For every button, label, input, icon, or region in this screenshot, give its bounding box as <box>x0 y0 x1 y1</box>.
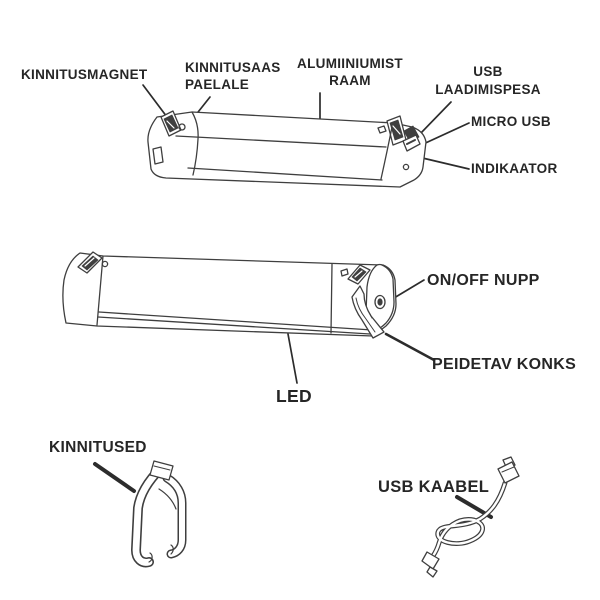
frame-groove <box>187 167 383 181</box>
label-micro-usb: MICRO USB <box>471 114 551 129</box>
label-usb-kaabel: USB KAABEL <box>378 478 490 496</box>
onoff-button <box>377 298 383 306</box>
hidden-hook <box>351 285 385 339</box>
magnet-slot-highlight <box>84 257 95 267</box>
right-slot-highlight <box>392 125 401 135</box>
left-endcap-edge <box>191 111 199 176</box>
latch-detail <box>340 268 349 277</box>
usb-a-connector <box>497 461 520 484</box>
right-slot-highlight <box>354 270 363 278</box>
indicator-dot <box>402 163 410 171</box>
label-kinnitusaas-line2: PAELALE <box>185 77 250 92</box>
magnet-slot <box>81 255 99 271</box>
label-kinnitusaas: KINNITUSAAS PAELALE <box>185 59 281 93</box>
lamp-body <box>62 252 397 337</box>
label-pesa-line1: USB <box>473 64 503 79</box>
clip-hook-tab <box>149 460 174 481</box>
strap-loop <box>101 260 109 268</box>
label-kinnitusmagnet: KINNITUSMAGNET <box>21 67 148 82</box>
micro-usb-tip <box>426 566 438 578</box>
led-strip-top-edge <box>98 311 373 331</box>
label-alumiiniumist-raam: ALUMIINIUMIST RAAM <box>288 56 412 89</box>
endcap-notch <box>152 146 164 165</box>
label-raam-line2: RAAM <box>329 72 371 88</box>
label-onoff-nupp: ON/OFF NUPP <box>427 272 540 289</box>
label-pesa-line2: LAADIMISPESA <box>435 82 541 97</box>
label-kinnitused: KINNITUSED <box>49 439 147 456</box>
leader-kinnitused <box>93 462 136 493</box>
leader-led <box>287 333 298 384</box>
onoff-button-ring <box>374 294 386 310</box>
strap-loop <box>178 123 186 131</box>
lamp-top-view-illustration <box>147 110 427 188</box>
usb-cable-illustration <box>421 456 520 578</box>
label-led: LED <box>276 386 312 406</box>
clip-foot-curl <box>148 552 153 563</box>
top-face-edge <box>175 135 387 148</box>
leader-lines <box>93 84 493 519</box>
label-indikaator: INDIKAATOR <box>471 161 558 176</box>
micro-usb-slot <box>406 139 416 145</box>
hidden-hook-edge <box>355 297 376 333</box>
label-peidetav-konks: PEIDETAV KONKS <box>432 356 577 373</box>
micro-usb-port <box>402 134 421 152</box>
leader-peidetav-konks <box>384 332 436 362</box>
lamp-body <box>147 111 427 188</box>
label-usb-laadimispesa: USB LAADIMISPESA <box>430 63 546 99</box>
label-raam-line1: ALUMIINIUMIST <box>297 56 403 71</box>
right-endcap-edge <box>380 126 393 180</box>
right-endcap-edge <box>330 263 333 334</box>
label-kinnitusaas-line1: KINNITUSAAS <box>185 60 281 75</box>
latch-detail <box>377 125 387 134</box>
leader-micro-usb <box>418 122 470 147</box>
mounting-clip-illustration <box>131 460 187 568</box>
clip-foot-curl <box>170 544 174 555</box>
leader-usb-laadimispesa <box>418 101 452 136</box>
led-strip-bottom-edge <box>97 316 371 335</box>
leader-kinnitusmagnet <box>142 84 168 118</box>
magnet-slot-highlight <box>166 120 175 129</box>
lamp-front-view-illustration <box>62 251 397 339</box>
clip-window-edge <box>158 488 177 510</box>
end-face-mark <box>369 313 373 319</box>
